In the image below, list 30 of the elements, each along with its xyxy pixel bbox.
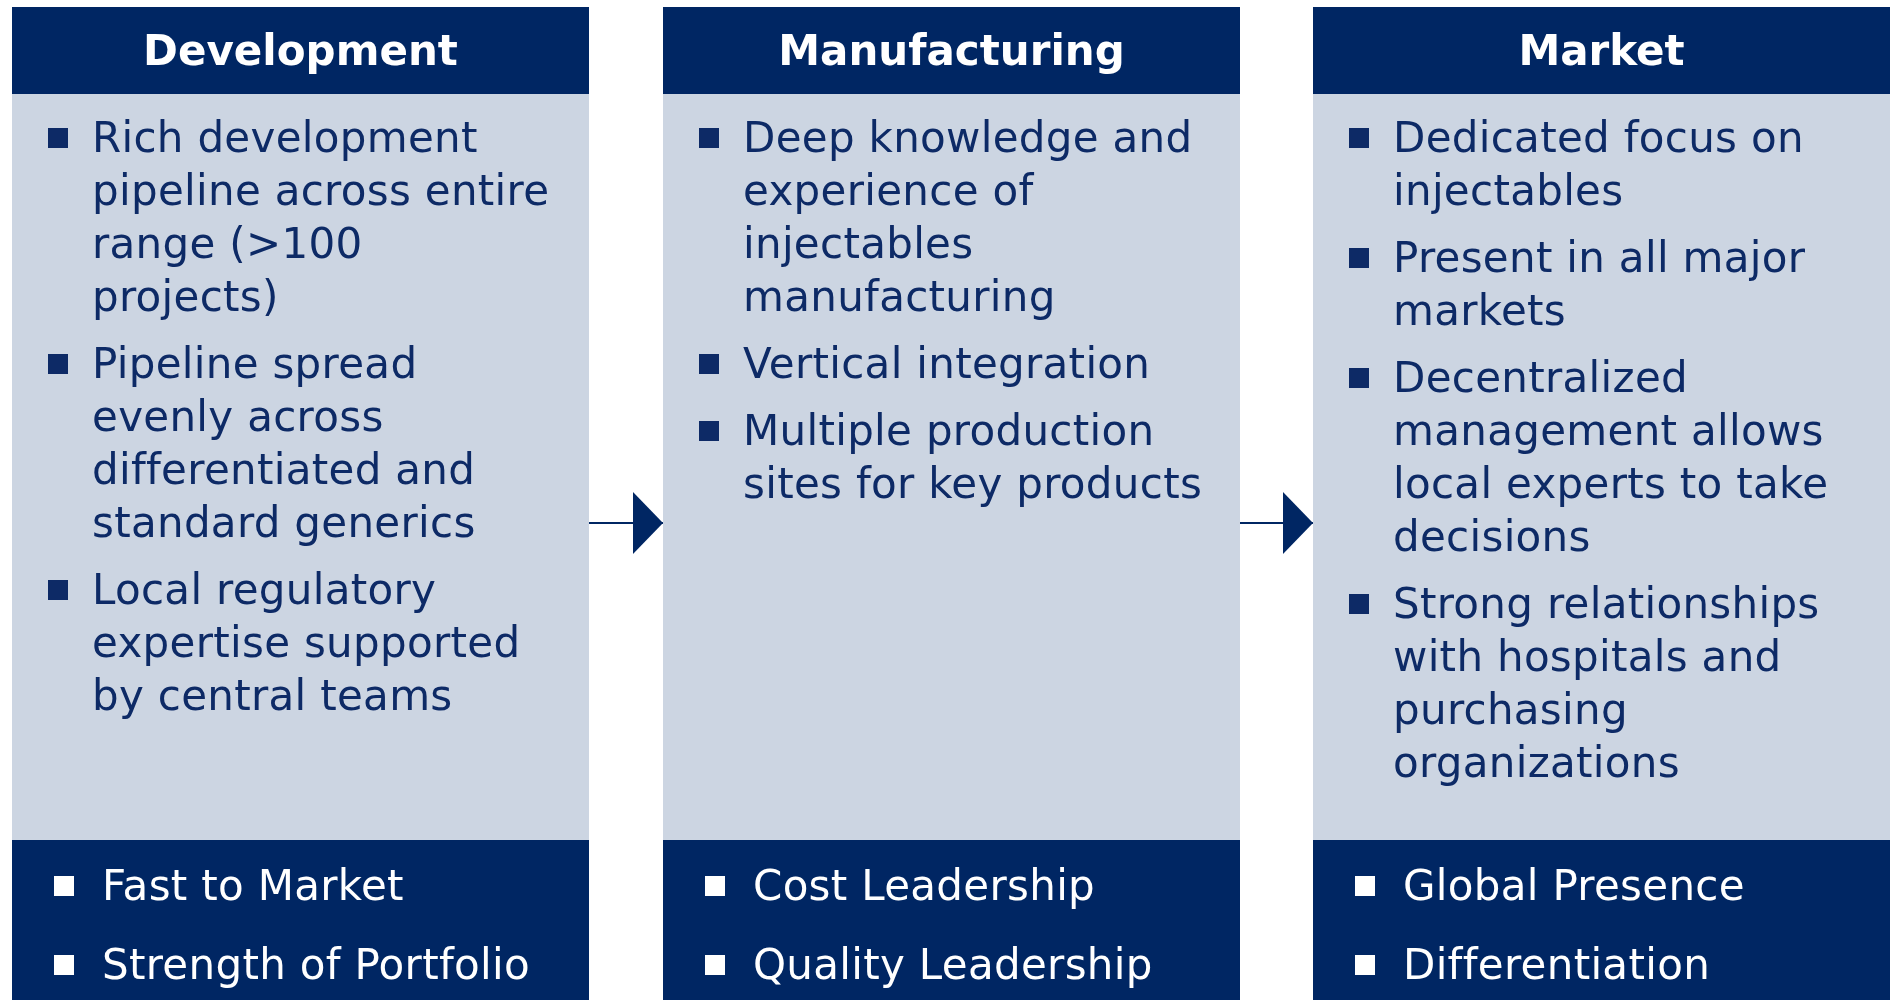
bullet-text: Rich development pipeline across entire range (>100 projects) (92, 112, 551, 323)
footer-panel (663, 840, 1240, 1000)
bullet-text: Pipeline spread evenly across differentiated and standard generics (92, 338, 477, 549)
column-title: Development (143, 26, 458, 75)
chevron-arrow (1239, 492, 1314, 554)
content-panel (663, 94, 1240, 840)
footer-panel (12, 840, 589, 1000)
bullet-text: Present in all major markets (1393, 232, 1807, 337)
bullet-text: Cost Leadership (753, 860, 1096, 912)
column-title: Manufacturing (778, 26, 1125, 75)
footer-panel (1313, 840, 1890, 1000)
bullet-text: Vertical integration (743, 338, 1151, 390)
bullet-text: Differentiation (1403, 939, 1711, 991)
bullet-text: Deep knowledge and experience of injectables manufacturing (743, 112, 1194, 323)
column-header (12, 7, 589, 94)
bullet-text: Decentralized management allows local experts to take decisions (1393, 352, 1830, 563)
column-title: Market (1518, 26, 1685, 75)
bullet-text: Global Presence (1403, 860, 1745, 912)
bullet-text: Quality Leadership (753, 939, 1153, 991)
bullet-text: Strong relationships with hospitals and purchasing organizations (1393, 578, 1821, 789)
column-header (1313, 7, 1890, 94)
bullet-text: Strength of Portfolio (102, 939, 530, 991)
content-panel (1313, 94, 1890, 840)
column-header (663, 7, 1240, 94)
bullet-text: Dedicated focus on injectables (1393, 112, 1805, 217)
bullet-text: Fast to Market (102, 860, 404, 912)
content-panel (12, 94, 589, 840)
chevron-arrow (588, 492, 664, 554)
bullet-text: Multiple production sites for key products (743, 405, 1204, 510)
bullet-text: Local regulatory expertise supported by central teams (92, 564, 522, 722)
